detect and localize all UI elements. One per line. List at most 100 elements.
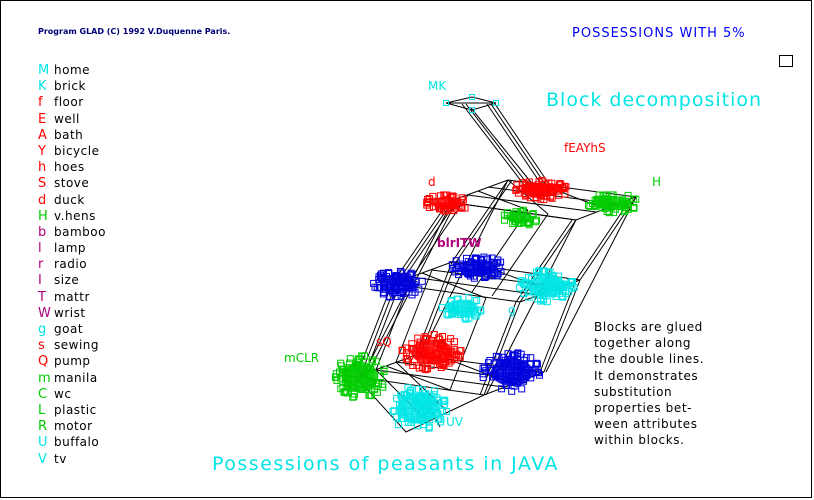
legend-label: v.hens — [54, 208, 96, 223]
block-label-g: g — [508, 303, 516, 317]
legend-label: bicycle — [54, 143, 100, 158]
cluster-top-red — [512, 176, 570, 204]
block-label-uv: UV — [446, 415, 464, 429]
legend-code: m — [38, 370, 51, 386]
legend-code: b — [38, 224, 47, 240]
cluster-cyan-mid — [438, 293, 485, 323]
legend-code: M — [38, 63, 50, 78]
note-line: the double lines. — [594, 352, 705, 367]
cluster-mid-green — [500, 206, 540, 229]
legend-code: V — [38, 451, 47, 467]
legend-label: brick — [54, 79, 86, 94]
legend-code: S — [38, 176, 47, 192]
cluster-cyan-right — [516, 267, 578, 306]
legend-label: wrist — [54, 305, 86, 320]
cluster-d-red — [423, 191, 469, 215]
block-label-h: H — [652, 175, 661, 189]
legend-label: manila — [54, 370, 98, 385]
header-title: POSSESSIONS WITH 5% — [572, 26, 746, 41]
legend-label: tv — [54, 451, 67, 466]
checkbox[interactable] — [779, 55, 793, 67]
legend-code: Q — [38, 354, 49, 370]
cluster-red-sq — [398, 331, 465, 374]
legend-code: L — [38, 402, 46, 418]
legend-label: bath — [54, 127, 84, 142]
legend-code: U — [38, 435, 48, 451]
legend-code: H — [38, 208, 48, 224]
block-label-blritw: blrITW — [437, 236, 482, 250]
legend-label: size — [54, 273, 80, 288]
legend-label: radio — [54, 257, 88, 272]
block-label-mclr: mCLR — [284, 351, 319, 365]
legend-label: pump — [54, 354, 91, 369]
node-marker — [443, 100, 449, 106]
program-credit: Program GLAD (C) 1992 V.Duquenne Paris. — [38, 27, 231, 36]
legend-label: goat — [54, 322, 84, 336]
legend-code: s — [38, 338, 45, 354]
legend-label: well — [54, 111, 80, 126]
node-marker — [469, 94, 475, 100]
legend-label: lamp — [54, 241, 86, 256]
note-line: substitution — [594, 384, 673, 399]
legend-label: sewing — [54, 338, 100, 353]
footer-title: Possessions of peasants in JAVA — [212, 453, 559, 475]
legend-label: mattr — [54, 289, 90, 304]
legend-code: T — [38, 289, 46, 305]
legend-code: K — [38, 79, 47, 95]
block-label-sq: sQ — [376, 335, 392, 349]
cluster-cyan-bottom — [389, 384, 450, 432]
note-line: properties bet- — [594, 401, 693, 416]
legend-code: E — [38, 111, 47, 127]
cluster-blue-mid — [448, 253, 505, 282]
legend-code: Y — [38, 143, 46, 159]
cluster-h-green — [585, 191, 640, 217]
cluster-blue-left — [370, 267, 426, 301]
node-marker — [493, 100, 499, 106]
node-marker — [469, 107, 475, 113]
note-line: ween attributes — [594, 417, 698, 432]
block-label-feayhs: fEAYhS — [564, 141, 606, 155]
legend-code: r — [38, 257, 44, 273]
diagram-title: Block decomposition — [546, 89, 763, 111]
legend-label: motor — [54, 419, 93, 434]
legend-code: g — [38, 322, 47, 337]
legend-code: A — [38, 127, 47, 143]
cluster-blue-right — [479, 349, 543, 395]
legend-code: I — [38, 273, 42, 289]
block-label-d: d — [428, 175, 436, 189]
legend-label: plastic — [54, 402, 97, 417]
legend-code: C — [38, 386, 48, 402]
legend-label: stove — [54, 176, 90, 191]
block-label-mk: MK — [428, 79, 447, 93]
legend-label: buffalo — [54, 435, 100, 450]
legend-label: bamboo — [54, 224, 106, 239]
legend-code: l — [38, 241, 42, 257]
legend-label: home — [54, 63, 91, 77]
legend-label: wc — [54, 386, 72, 401]
note-line: together along — [594, 336, 692, 351]
legend-code: h — [38, 160, 47, 176]
